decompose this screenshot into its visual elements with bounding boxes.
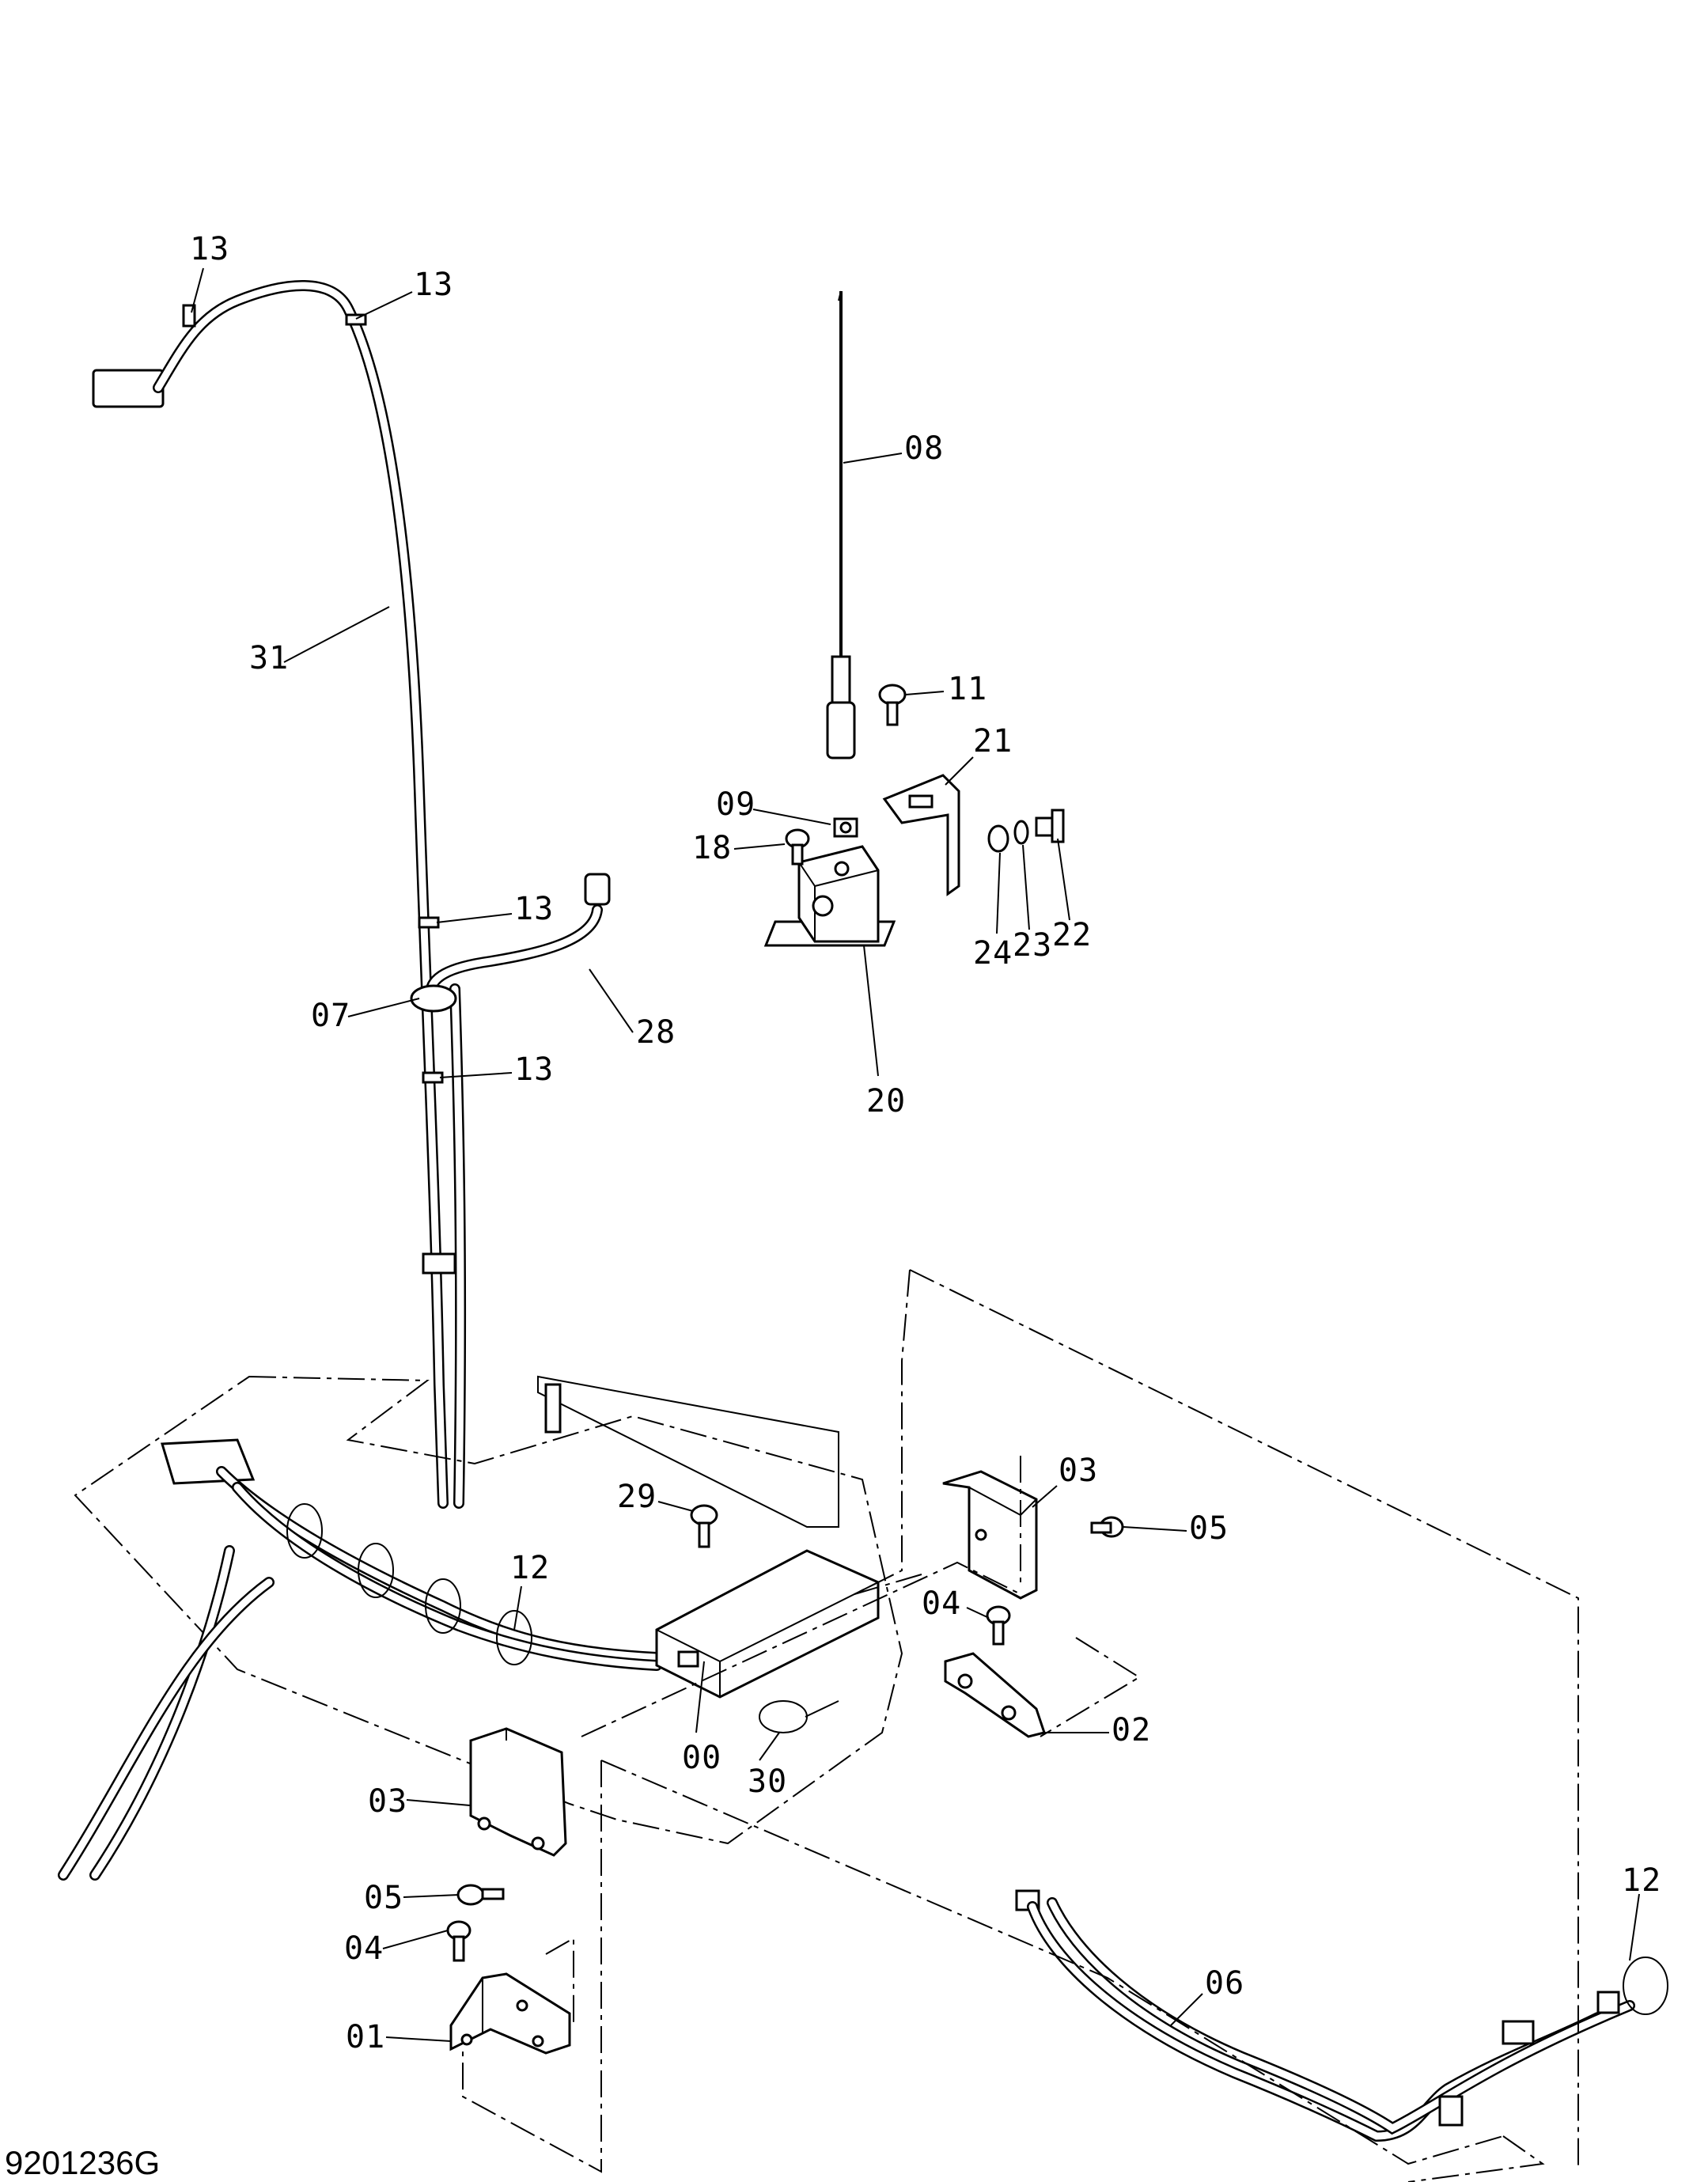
bolt-18 <box>785 828 810 866</box>
callout-13: 13 <box>514 1051 554 1088</box>
assembly-lines <box>462 1269 1579 2182</box>
screw-22 <box>1035 809 1065 843</box>
callout-11: 11 <box>948 671 987 707</box>
cable-31 <box>92 280 467 1509</box>
washer-23 <box>1013 820 1029 845</box>
callout-05: 05 <box>364 1880 403 1916</box>
connector-09 <box>833 817 858 838</box>
bracket-01 <box>449 1972 571 2055</box>
callout-18: 18 <box>692 830 732 866</box>
bolt-05-left <box>456 1884 505 1906</box>
callout-24: 24 <box>973 935 1013 972</box>
washer-24 <box>987 824 1009 853</box>
callout-06: 06 <box>1205 1965 1244 2002</box>
callout-09: 09 <box>716 786 756 823</box>
callout-01: 01 <box>346 2019 385 2055</box>
bolt-29 <box>690 1504 718 1548</box>
harness-12 <box>58 1466 662 1881</box>
callout-08: 08 <box>904 430 944 467</box>
controller-box <box>655 1549 880 1699</box>
callout-20: 20 <box>866 1083 906 1119</box>
clamp-07 <box>410 984 457 1013</box>
callout-05: 05 <box>1189 1510 1229 1547</box>
clamp-lower <box>422 1252 456 1275</box>
callout-04: 04 <box>344 1930 384 1967</box>
antenna-bracket <box>763 774 960 947</box>
callout-28: 28 <box>636 1014 676 1051</box>
bracket-03-left <box>469 1727 567 1857</box>
callout-31: 31 <box>249 640 289 676</box>
antenna-rod <box>826 290 856 760</box>
callout-03: 03 <box>368 1783 407 1820</box>
callout-22: 22 <box>1052 917 1092 953</box>
callout-07: 07 <box>311 998 350 1034</box>
drawing-number: 9201236G <box>5 2144 160 2181</box>
callout-23: 23 <box>1013 927 1052 964</box>
floor-plate <box>74 1375 903 1845</box>
bracket-03-right <box>942 1470 1038 1600</box>
cable-tie-30 <box>759 1700 839 1733</box>
callout-13: 13 <box>190 231 229 267</box>
leader-lines <box>191 267 1640 2042</box>
callout-02: 02 <box>1112 1712 1151 1748</box>
bolt-11 <box>878 684 907 726</box>
callout-04: 04 <box>922 1585 961 1622</box>
callout-30: 30 <box>748 1763 787 1800</box>
tie-13d <box>422 1071 444 1084</box>
bracket-02 <box>944 1652 1046 1738</box>
callout-12: 12 <box>1622 1862 1661 1899</box>
cable-28 <box>425 873 611 1002</box>
callout-03: 03 <box>1059 1453 1098 1489</box>
callout-13: 13 <box>514 891 554 927</box>
callout-21: 21 <box>973 723 1013 760</box>
tie-13c <box>418 916 440 929</box>
callout-12: 12 <box>510 1550 550 1586</box>
callout-00: 00 <box>682 1740 721 1776</box>
bolt-04-left <box>446 1920 471 1962</box>
bolt-05-right <box>1090 1516 1124 1538</box>
callout-13: 13 <box>414 267 453 303</box>
harness-06 <box>1015 1889 1668 2142</box>
bolt-04-right <box>986 1605 1011 1646</box>
callout-29: 29 <box>617 1479 657 1515</box>
